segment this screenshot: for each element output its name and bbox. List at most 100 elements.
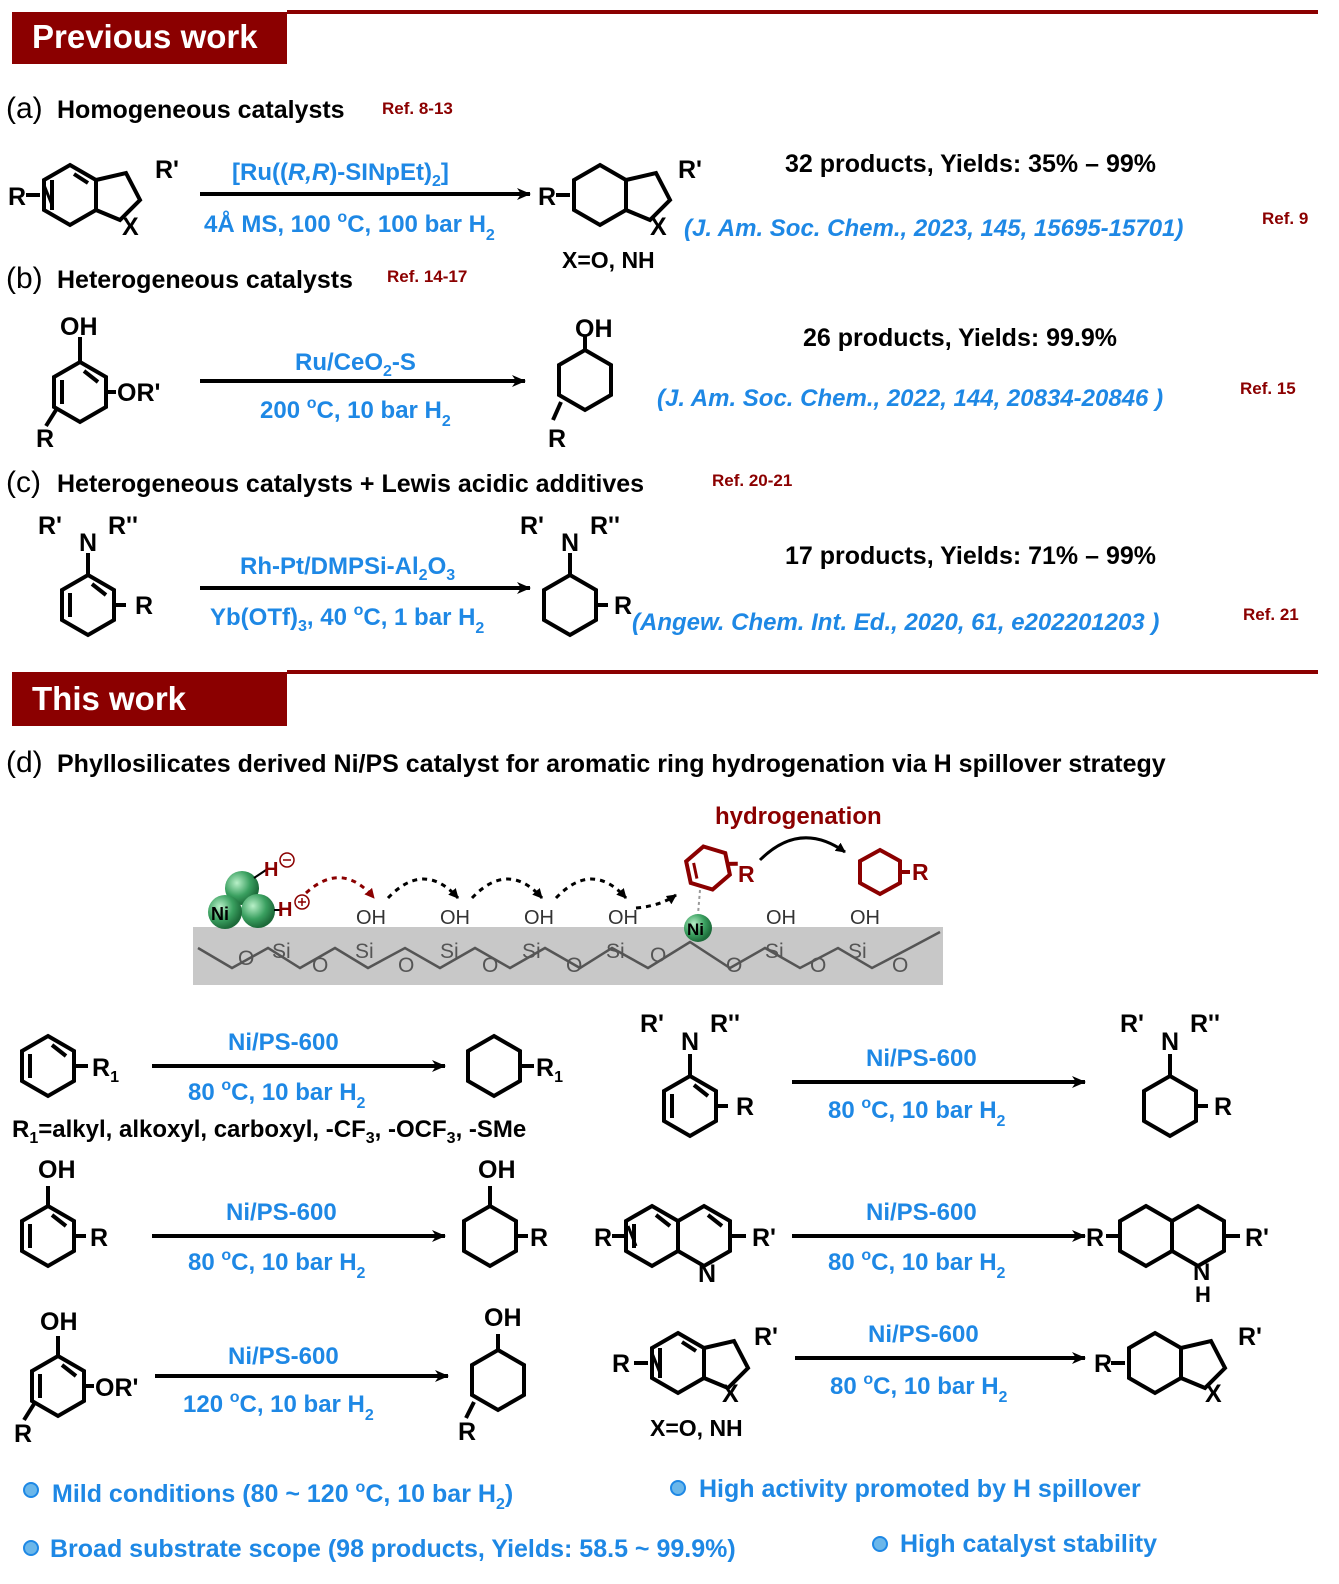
- section-c-ref: Ref. 20-21: [712, 471, 792, 490]
- a-reactant-structure: [26, 163, 143, 227]
- c-product-Rpp: R'': [590, 512, 620, 540]
- mechanism-diagram: O Si O Si O Si O Si O Si O O Si O Si O O…: [193, 803, 943, 985]
- quinoline-conditions: 80 oC, 10 bar H2: [828, 1247, 1006, 1282]
- scope-phenol: OH R Ni/PS-600 80 oC, 10 bar H2 OH R: [20, 1156, 548, 1282]
- adsorbed-ring: [683, 844, 738, 892]
- this-work-header: This work: [12, 670, 1318, 726]
- b-conditions: 200 oC, 10 bar H2: [260, 395, 451, 430]
- b-reactant-OH: OH: [60, 313, 98, 341]
- svg-text:Si: Si: [272, 940, 291, 963]
- svg-text:R: R: [458, 1418, 476, 1446]
- svg-text:R1: R1: [536, 1054, 563, 1086]
- svg-text:Si: Si: [606, 940, 625, 963]
- svg-text:OR': OR': [95, 1374, 138, 1402]
- svg-text:N: N: [681, 1028, 699, 1056]
- svg-text:O: O: [238, 947, 254, 970]
- adsorbed-R: R: [738, 861, 755, 887]
- a-citation: (J. Am. Soc. Chem., 2023, 145, 15695-157…: [684, 215, 1183, 242]
- svg-text:Si: Si: [765, 940, 784, 963]
- section-b-ref: Ref. 14-17: [387, 267, 467, 286]
- b-product-structure: [551, 335, 613, 421]
- feature-list: Mild conditions (80 ~ 120 oC, 10 bar H2)…: [23, 1475, 1157, 1563]
- c-catalyst: Rh-Pt/DMPSi-Al2O3: [240, 553, 455, 584]
- scope-arene: R1 Ni/PS-600 80 oC, 10 bar H2 R1 R1=alky…: [12, 1029, 563, 1147]
- section-a-title: Homogeneous catalysts: [57, 96, 345, 124]
- c-product-R: R: [614, 592, 632, 620]
- svg-text:O: O: [566, 954, 582, 977]
- feature-mild: Mild conditions (80 ~ 120 oC, 10 bar H2): [52, 1479, 513, 1513]
- svg-text:R: R: [612, 1350, 630, 1378]
- scope-alkoxyphenol: OH OR' R Ni/PS-600 120 oC, 10 bar H2 OH …: [14, 1304, 526, 1448]
- svg-text:R': R': [1245, 1224, 1269, 1252]
- scope-xnote: X=O, NH: [650, 1415, 743, 1441]
- alkoxyphenol-conditions: 120 oC, 10 bar H2: [183, 1389, 374, 1424]
- svg-text:R': R': [1120, 1010, 1144, 1038]
- a-conditions: 4Å MS, 100 oC, 100 bar H2: [204, 209, 495, 244]
- a-product-structure: [556, 163, 673, 227]
- bullet-icon: [670, 1480, 686, 1496]
- svg-text:Si: Si: [522, 940, 541, 963]
- benzofuran-conditions: 80 oC, 10 bar H2: [830, 1371, 1008, 1406]
- section-b-title: Heterogeneous catalysts: [57, 266, 353, 294]
- previous-header-bg: [12, 12, 287, 64]
- a-reactant-Rp: R': [155, 156, 179, 184]
- b-citation: (J. Am. Soc. Chem., 2022, 144, 20834-208…: [657, 385, 1163, 412]
- b-product-OH: OH: [575, 315, 613, 343]
- ni-ball-right: [241, 894, 275, 928]
- svg-text:Si: Si: [355, 940, 374, 963]
- ni-cluster-label: Ni: [211, 904, 229, 924]
- feature-stability: High catalyst stability: [900, 1530, 1157, 1558]
- phenol-conditions: 80 oC, 10 bar H2: [188, 1247, 366, 1282]
- svg-text:OH: OH: [38, 1156, 76, 1184]
- previous-work-header: Previous work: [12, 10, 1318, 64]
- svg-text:OH: OH: [356, 907, 386, 929]
- svg-text:OH: OH: [766, 907, 796, 929]
- quinoline-catalyst: Ni/PS-600: [866, 1199, 977, 1226]
- svg-text:Si: Si: [440, 940, 459, 963]
- a-reactant-X: X: [122, 213, 139, 241]
- svg-text:R: R: [530, 1224, 548, 1252]
- svg-text:R: R: [90, 1224, 108, 1252]
- this-header-bg: [12, 672, 287, 726]
- section-a-label: (a): [6, 92, 43, 125]
- h-minus: H: [264, 859, 278, 881]
- spillover-arrow-4: [554, 877, 628, 900]
- feature-activity: High activity promoted by H spillover: [699, 1475, 1141, 1503]
- spillover-arrow-5: [635, 893, 677, 910]
- cyclohexane-product-ring: [858, 847, 910, 897]
- svg-text:R: R: [1086, 1224, 1104, 1252]
- section-c: (c) Heterogeneous catalysts + Lewis acid…: [6, 466, 1299, 637]
- svg-text:X: X: [1205, 1380, 1222, 1408]
- bullet-icon: [872, 1536, 888, 1552]
- svg-text:R': R': [1238, 1323, 1262, 1351]
- c-reactant-R: R: [135, 592, 153, 620]
- svg-text:R'': R'': [710, 1010, 740, 1038]
- ni-site-label: Ni: [687, 920, 704, 939]
- c-reactant-Rpp: R'': [108, 512, 138, 540]
- c-citation: (Angew. Chem. Int. Ed., 2020, 61, e20220…: [632, 609, 1159, 636]
- bullet-icon: [23, 1540, 39, 1556]
- svg-text:O: O: [810, 954, 826, 977]
- hydrogenation-arrow: [758, 836, 846, 862]
- svg-text:R: R: [736, 1093, 754, 1121]
- spillover-arrow-1: [304, 876, 376, 899]
- phenol-catalyst: Ni/PS-600: [226, 1199, 337, 1226]
- c-summary: 17 products, Yields: 71% – 99%: [785, 542, 1156, 570]
- b-cite-ref: Ref. 15: [1240, 379, 1296, 398]
- svg-text:OH: OH: [850, 907, 880, 929]
- section-c-title: Heterogeneous catalysts + Lewis acidic a…: [57, 470, 644, 498]
- aniline-catalyst: Ni/PS-600: [866, 1045, 977, 1072]
- svg-text:N: N: [1193, 1259, 1210, 1286]
- svg-text:OH: OH: [440, 907, 470, 929]
- svg-text:N: N: [1161, 1028, 1179, 1056]
- svg-text:OH: OH: [524, 907, 554, 929]
- a-summary: 32 products, Yields: 35% – 99%: [785, 150, 1156, 178]
- c-reactant-structure: [60, 553, 126, 637]
- b-product-R: R: [548, 425, 566, 453]
- section-c-label: (c): [6, 466, 41, 499]
- a-product-X: X: [650, 213, 667, 241]
- h-plus: H: [278, 899, 292, 921]
- scope-quinoline: R R' N Ni/PS-600 80 oC, 10 bar H2 R R' N…: [594, 1199, 1269, 1307]
- r1-substituent-note: R1=alkyl, alkoxyl, carboxyl, -CF3, -OCF3…: [12, 1116, 526, 1147]
- benzofuran-catalyst: Ni/PS-600: [868, 1321, 979, 1348]
